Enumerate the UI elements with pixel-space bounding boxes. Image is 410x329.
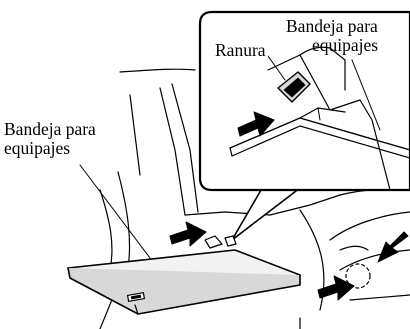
label-slot: Ranura bbox=[213, 40, 268, 60]
insert-arrow-left bbox=[169, 221, 207, 247]
slot-shape bbox=[277, 71, 311, 103]
car-body-outline bbox=[99, 68, 410, 329]
label-luggage-tray-line1: Bandeja para bbox=[4, 119, 96, 139]
point-arrow-slot bbox=[377, 231, 409, 263]
label-luggage-tray: Bandeja para equipajes bbox=[4, 120, 96, 158]
insert-arrow-inset bbox=[237, 111, 275, 137]
slot-location-marker bbox=[345, 263, 371, 289]
label-luggage-tray-inset: Bandeja para equipajes bbox=[286, 17, 378, 55]
leader-tray-main bbox=[79, 164, 151, 259]
insert-arrow-right bbox=[317, 275, 355, 301]
label-luggage-tray-inset-line1: Bandeja para bbox=[286, 16, 378, 36]
luggage-tray bbox=[67, 249, 301, 315]
label-luggage-tray-inset-line2: equipajes bbox=[312, 35, 379, 55]
label-luggage-tray-line2: equipajes bbox=[4, 138, 71, 158]
tray-hooks bbox=[204, 235, 237, 249]
